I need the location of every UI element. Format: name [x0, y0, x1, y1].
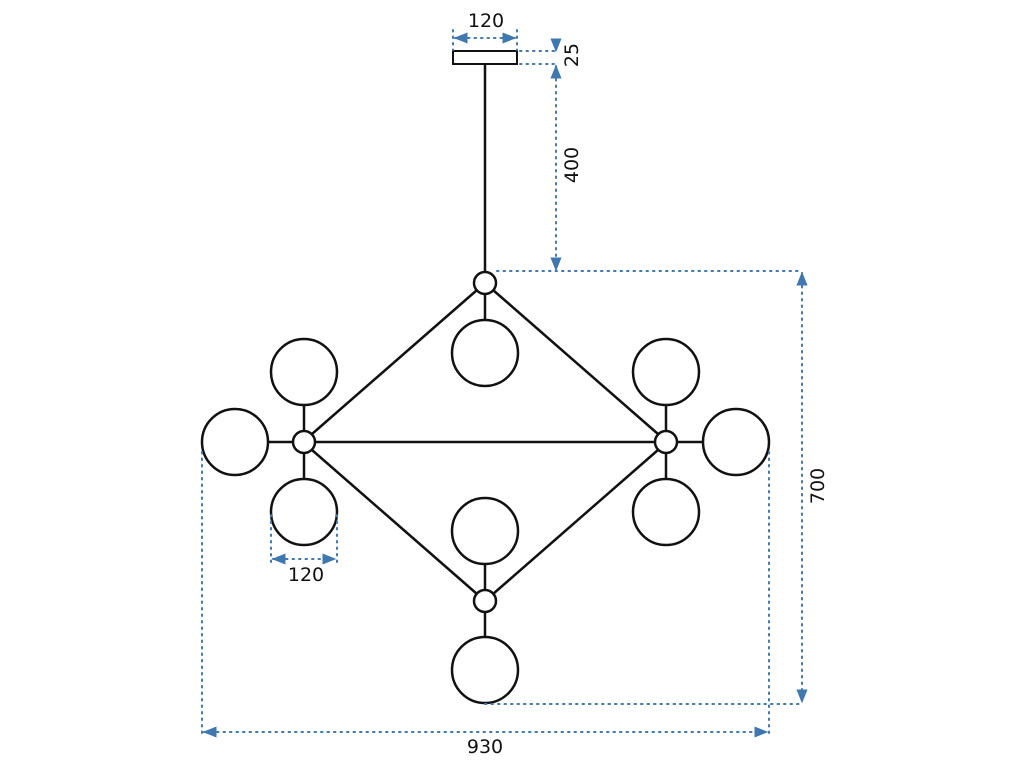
globe-left-down [269, 477, 339, 547]
joint-bottom [472, 588, 498, 614]
dimension-lines [201, 29, 808, 738]
ceiling-canopy [452, 50, 518, 65]
chandelier-fixture [200, 50, 771, 705]
frame-arm-bottom-right [492, 449, 659, 595]
globe-right-down [631, 477, 701, 547]
rod-length-label: 400 [561, 147, 583, 183]
frame-arm-top-right [492, 289, 659, 435]
joint-right [653, 429, 679, 455]
globe-bottom-inner [450, 496, 520, 566]
frame-arm-top-left [311, 289, 478, 435]
globe-top-inner [450, 318, 520, 388]
joint-top [472, 270, 498, 296]
globe-left-up [269, 337, 339, 407]
globe-right-out [701, 407, 771, 477]
fixture-height-label: 700 [807, 468, 829, 504]
joint-left [291, 429, 317, 455]
canopy-width-label: 120 [468, 10, 504, 32]
canopy-height-label: 25 [561, 43, 583, 67]
globe-left-out [200, 407, 270, 477]
fixture-width-label: 930 [467, 736, 503, 758]
globe-diameter-label: 120 [288, 564, 324, 586]
globe-right-up [631, 337, 701, 407]
globe-bottom-outer [450, 635, 520, 705]
frame-arm-bottom-left [311, 449, 478, 595]
